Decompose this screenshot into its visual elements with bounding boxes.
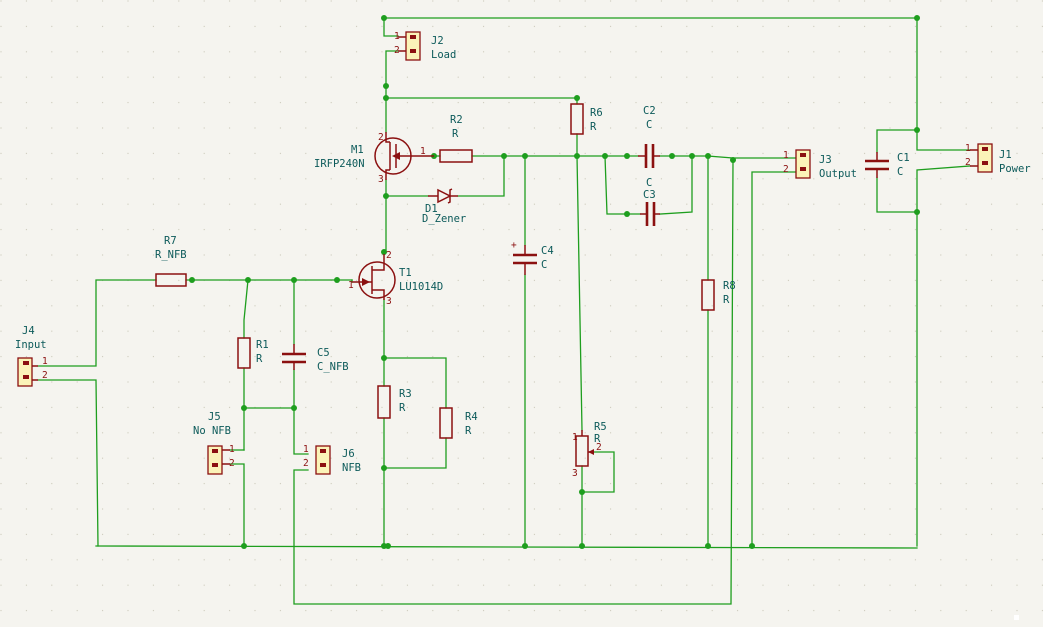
t1-ref-label: T1 [399, 267, 412, 279]
capacitor-c3[interactable]: C C3 [640, 177, 660, 226]
c4-ref-label: C4 [541, 245, 554, 257]
r4-ref-label: R4 [465, 411, 478, 423]
r5-value-label: R [594, 433, 601, 445]
r8-ref-label: R8 [723, 280, 736, 292]
connector-j3[interactable]: 1 2 J3 Output [783, 149, 857, 180]
j3-ref-label: J3 [819, 154, 832, 166]
r6-value-label: R [590, 121, 597, 133]
mosfet-m1[interactable]: 2 3 1 M1 IRFP240N [314, 132, 434, 185]
c5-value-label: C_NFB [317, 361, 349, 373]
m1-value-label: IRFP240N [314, 158, 365, 170]
j6-pin2-label: 2 [303, 458, 309, 469]
r6-ref-label: R6 [590, 107, 603, 119]
c4-value-label: C [541, 259, 547, 271]
j6-ref-label: J6 [342, 448, 355, 460]
t1-pin2-label: 2 [386, 250, 392, 261]
connector-j4[interactable]: 1 2 J4 Input [15, 325, 48, 387]
c2-ref-label: C2 [643, 105, 656, 117]
m1-pin3-label: 3 [378, 174, 384, 185]
j1-value-label: Power [999, 163, 1031, 175]
j5-value-label: No NFB [193, 425, 231, 437]
resistor-r2[interactable]: R2 R [439, 114, 473, 163]
r2-value-label: R [452, 128, 459, 140]
r7-value-label: R_NFB [155, 249, 187, 261]
j2-value-label: Load [431, 49, 456, 61]
j4-value-label: Input [15, 339, 47, 351]
t1-pin3-label: 3 [386, 296, 392, 307]
j2-pin1-label: 1 [394, 31, 400, 42]
c5-ref-label: C5 [317, 347, 330, 359]
j2-pin2-label: 2 [394, 45, 400, 56]
r3-value-label: R [399, 402, 406, 414]
m1-pin1-label: 1 [420, 146, 426, 157]
j4-pin1-label: 1 [42, 356, 48, 367]
capacitor-c2[interactable]: C2 C [638, 105, 660, 168]
m1-ref-label: M1 [351, 144, 364, 156]
j1-ref-label: J1 [999, 149, 1012, 161]
r5-ref-label: R5 [594, 421, 607, 433]
t1-pin1-label: 1 [348, 280, 354, 291]
wires [37, 17, 971, 605]
resistor-r3[interactable]: R3 R [377, 385, 412, 419]
r3-ref-label: R3 [399, 388, 412, 400]
c4-polarity-label: + [511, 240, 517, 251]
c1-ref-label: C1 [897, 152, 910, 164]
j4-pin2-label: 2 [42, 370, 48, 381]
resistor-r7[interactable]: R7 R_NFB [155, 235, 187, 287]
corner-marker [1014, 615, 1019, 620]
j6-value-label: NFB [342, 462, 361, 474]
r1-value-label: R [256, 353, 263, 365]
r2-ref-label: R2 [450, 114, 463, 126]
junction-dots [189, 15, 920, 549]
r5-pin1-label: 1 [572, 432, 578, 443]
c3-ref-label: C3 [643, 189, 656, 201]
jfet-t1[interactable]: 2 3 1 T1 LU1014D [348, 250, 443, 307]
r8-value-label: R [723, 294, 730, 306]
capacitor-c4[interactable]: + C4 C [511, 240, 554, 275]
capacitor-c1[interactable]: C1 C [865, 152, 910, 178]
j5-ref-label: J5 [208, 411, 221, 423]
resistor-r6[interactable]: R6 R [570, 103, 603, 135]
resistor-r1[interactable]: R1 R [237, 337, 269, 369]
j3-pin2-label: 2 [783, 164, 789, 175]
t1-value-label: LU1014D [399, 281, 443, 293]
j6-pin1-label: 1 [303, 444, 309, 455]
r5-pin3-label: 3 [572, 468, 578, 479]
j1-pin1-label: 1 [965, 143, 971, 154]
m1-pin2-label: 2 [378, 132, 384, 143]
c3-value-label: C [646, 177, 652, 189]
d1-ref-label: D1 [425, 203, 438, 215]
potentiometer-r5[interactable]: 1 2 3 R5 R [572, 421, 607, 479]
connector-j5[interactable]: 1 2 J5 No NFB [193, 411, 235, 475]
j5-pin1-label: 1 [229, 444, 235, 455]
j4-ref-label: J4 [22, 325, 35, 337]
r5-pin2-label: 2 [596, 442, 602, 453]
r4-value-label: R [465, 425, 472, 437]
connector-j1[interactable]: 1 2 J1 Power [965, 143, 1031, 175]
connector-j6[interactable]: 1 2 J6 NFB [303, 444, 361, 475]
j1-pin2-label: 2 [965, 157, 971, 168]
resistor-r4[interactable]: R4 R [439, 407, 478, 439]
j3-value-label: Output [819, 168, 857, 180]
j3-pin1-label: 1 [783, 150, 789, 161]
resistor-r8[interactable]: R8 R [701, 279, 736, 311]
j5-pin2-label: 2 [229, 458, 235, 469]
j2-ref-label: J2 [431, 35, 444, 47]
r7-ref-label: R7 [164, 235, 177, 247]
zener-d1[interactable]: D1 D_Zener [422, 188, 466, 225]
r1-ref-label: R1 [256, 339, 269, 351]
connector-j2[interactable]: 1 2 J2 Load [394, 31, 456, 61]
c2-value-label: C [646, 119, 652, 131]
c1-value-label: C [897, 166, 903, 178]
capacitor-c5[interactable]: C5 C_NFB [282, 344, 349, 373]
d1-value-label: D_Zener [422, 213, 466, 225]
